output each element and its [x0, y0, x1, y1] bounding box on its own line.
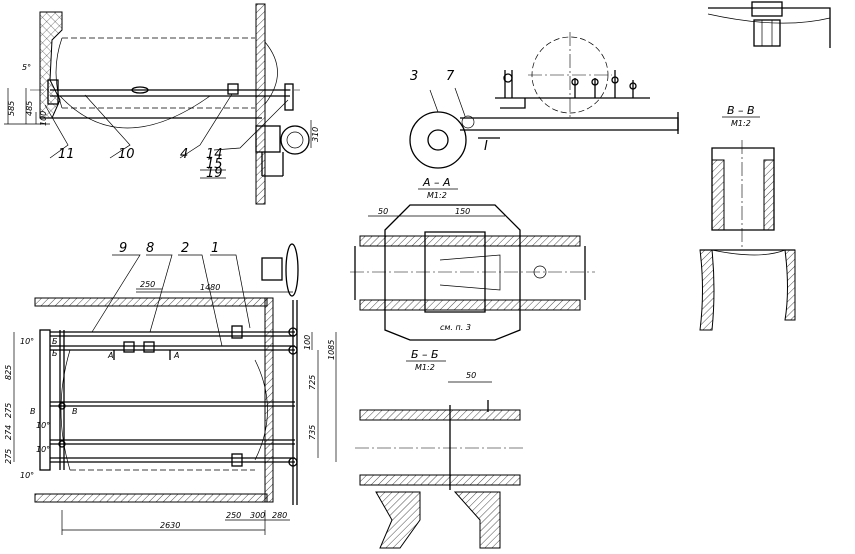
callout-9: 9 [119, 241, 127, 256]
dim-310: 310 [311, 127, 320, 142]
plan-view: 9 8 2 1 250 1480 100 725 735 1085 825 27… [4, 241, 337, 535]
dim-300: 300 [250, 511, 265, 520]
dim-10deg-a: 10° [20, 337, 34, 346]
section-mark-a-left: A [107, 351, 113, 360]
section-bb-scale: М1:2 [415, 363, 435, 372]
section-aa-scale: М1:2 [427, 191, 447, 200]
dim-1085: 1085 [327, 340, 336, 360]
section-mark-v-right: В [72, 407, 78, 416]
callout-11: 11 [58, 147, 75, 162]
dim-2630: 2630 [160, 521, 180, 530]
dim-485: 485 [25, 101, 34, 116]
dim-274: 274 [4, 425, 13, 440]
callout-15: 15 [206, 157, 223, 172]
callout-10: 10 [118, 147, 135, 162]
dim-250: 250 [140, 280, 155, 289]
dim-585: 585 [7, 101, 16, 116]
callout-1: 1 [211, 241, 219, 256]
section-bb-dim-50: 50 [466, 371, 476, 380]
callout-4: 4 [180, 147, 188, 162]
dim-275: 275 [4, 403, 13, 418]
callout-14: 14 [206, 147, 223, 162]
callout-2: 2 [181, 241, 189, 256]
dim-1480: 1480 [200, 283, 220, 292]
section-vv-title: В – В [727, 104, 755, 117]
section-aa: А – А М1:2 50 150 см. п. 3 [350, 176, 595, 341]
section-mark-v-left: В [30, 407, 36, 416]
dim-10deg-c: 10° [36, 445, 50, 454]
section-aa-note: см. п. 3 [440, 323, 471, 332]
end-view: 3 7 I [409, 32, 679, 169]
dim-735: 735 [308, 425, 317, 440]
section-vv-scale: М1:2 [731, 119, 751, 128]
section-bb-title: Б – Б [411, 348, 439, 361]
section-mark-b-top: Б [52, 337, 58, 346]
callout-3: 3 [410, 69, 418, 84]
side-view: 585 485 100 5° 310 11 10 4 14 15 19 [4, 3, 320, 205]
dim-725: 725 [308, 375, 317, 390]
dim-825: 825 [4, 365, 13, 380]
callout-19: 19 [206, 166, 223, 181]
callout-8: 8 [146, 241, 154, 256]
dim-5deg: 5° [22, 63, 31, 72]
section-mark-b-bottom: Б [52, 349, 58, 358]
dim-10deg-d: 10° [20, 471, 34, 480]
section-mark-a-right: A [173, 351, 179, 360]
detail-fragment [707, 1, 831, 48]
dim-100: 100 [39, 111, 48, 126]
section-bb: Б – Б М1:2 50 [355, 348, 525, 549]
dim-275b: 275 [4, 449, 13, 464]
view-marker-I: I [484, 139, 488, 154]
dim-280: 280 [272, 511, 287, 520]
dim-100-right: 100 [303, 335, 312, 350]
dim-10deg-b: 10° [36, 421, 50, 430]
section-vv: В – В М1:2 [699, 104, 796, 331]
callout-7: 7 [446, 69, 455, 84]
section-aa-dim-50: 50 [378, 207, 388, 216]
section-aa-title: А – А [422, 176, 451, 189]
dim-250-bottom: 250 [226, 511, 241, 520]
section-aa-dim-150: 150 [455, 207, 470, 216]
